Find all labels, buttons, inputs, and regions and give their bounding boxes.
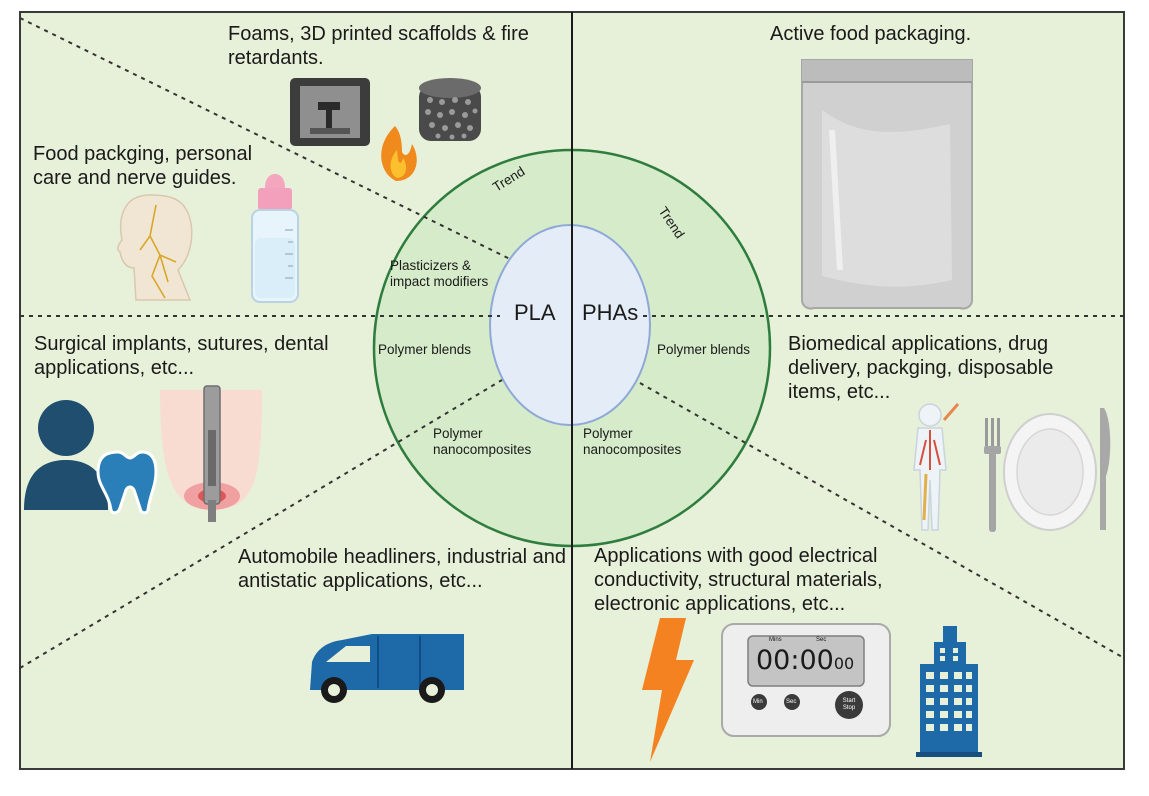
timer-display-main: 00:00 bbox=[756, 645, 834, 676]
fork-icon bbox=[984, 418, 1001, 532]
lightning-icon bbox=[642, 618, 694, 762]
label-polymer-nanocomposites-right: Polymer nanocomposites bbox=[583, 426, 682, 457]
label-food-packaging-personal-care: Food packging, personal care and nerve g… bbox=[33, 143, 253, 189]
body-vessels-icon bbox=[913, 403, 960, 531]
dental-implant-icon bbox=[160, 385, 262, 522]
baby-bottle-icon bbox=[251, 174, 299, 303]
tooth-icon bbox=[96, 450, 158, 515]
diagonal-divider-bottom-right bbox=[639, 382, 1125, 659]
label-surgical-implants: Surgical implants, sutures, dental appli… bbox=[34, 333, 329, 379]
timer-button-min: Min bbox=[753, 699, 763, 705]
printer-3d-icon bbox=[290, 78, 370, 146]
timer-display-hundredths: 00 bbox=[833, 654, 855, 673]
timer-button-start-stop: Start Stop bbox=[842, 698, 856, 711]
label-foams-scaffolds: Foams, 3D printed scaffolds & fire retar… bbox=[228, 23, 529, 69]
scaffold-icon bbox=[419, 78, 481, 141]
inner-core-ellipse bbox=[489, 224, 651, 426]
plate-icon bbox=[1003, 413, 1097, 531]
timer-label-sec: Sec bbox=[816, 637, 827, 643]
core-label-phas: PHAs bbox=[582, 300, 639, 325]
food-bag-icon bbox=[801, 59, 973, 310]
timer-icon bbox=[721, 623, 891, 737]
timer-display: 00:0000 bbox=[756, 646, 854, 679]
diagonal-divider-bottom-left bbox=[19, 379, 503, 669]
head-nerves-icon bbox=[117, 194, 193, 301]
label-plasticizers: Plasticizers & impact modifiers bbox=[390, 258, 489, 289]
building-icon bbox=[916, 626, 982, 757]
label-automobile-headliners: Automobile headliners, industrial and an… bbox=[238, 546, 566, 592]
label-electrical-conductivity: Applications with good electrical conduc… bbox=[594, 545, 883, 615]
label-polymer-blends-left: Polymer blends bbox=[378, 342, 472, 357]
knife-icon bbox=[1100, 408, 1111, 530]
label-polymer-blends-right: Polymer blends bbox=[657, 342, 751, 357]
diagonal-divider-top-left bbox=[19, 17, 513, 261]
core-label-pla: PLA bbox=[514, 300, 556, 325]
label-polymer-nanocomposites-left: Polymer nanocomposites bbox=[433, 426, 532, 457]
label-biomedical-applications: Biomedical applications, drug delivery, … bbox=[788, 333, 1054, 403]
timer-label-min: Mins bbox=[769, 637, 782, 643]
van-icon bbox=[310, 634, 464, 703]
timer-button-sec: Sec bbox=[786, 699, 797, 705]
label-active-food-packaging: Active food packaging. bbox=[770, 23, 972, 45]
flame-icon bbox=[381, 126, 417, 181]
person-icon bbox=[24, 400, 108, 510]
